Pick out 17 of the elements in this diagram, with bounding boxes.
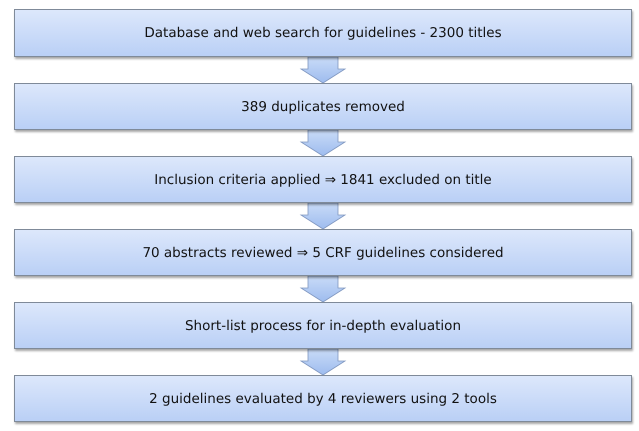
block-arrow: [300, 348, 346, 376]
process-box: [14, 302, 632, 349]
block-arrow: [300, 56, 346, 84]
block-arrow: [300, 276, 346, 302]
process-box: [14, 229, 632, 276]
block-arrow: [300, 202, 346, 230]
step-text: 389 duplicates removed: [241, 98, 405, 114]
process-box: [14, 156, 632, 203]
process-box: [14, 83, 632, 130]
step-text: Inclusion criteria applied ⇒ 1841 excluded on title: [154, 172, 492, 188]
block-arrow: [300, 130, 346, 156]
step-text: 70 abstracts reviewed ⇒ 5 CRF guidelines considered: [142, 244, 504, 260]
process-box: [14, 9, 632, 57]
step-text: Short-list process for in-depth evaluation: [184, 318, 461, 334]
process-box: [14, 375, 632, 422]
step-text: 2 guidelines evaluated by 4 reviewers using 2 tools: [149, 390, 497, 406]
step-text: Database and web search for guidelines - 2300 titles: [144, 25, 502, 41]
